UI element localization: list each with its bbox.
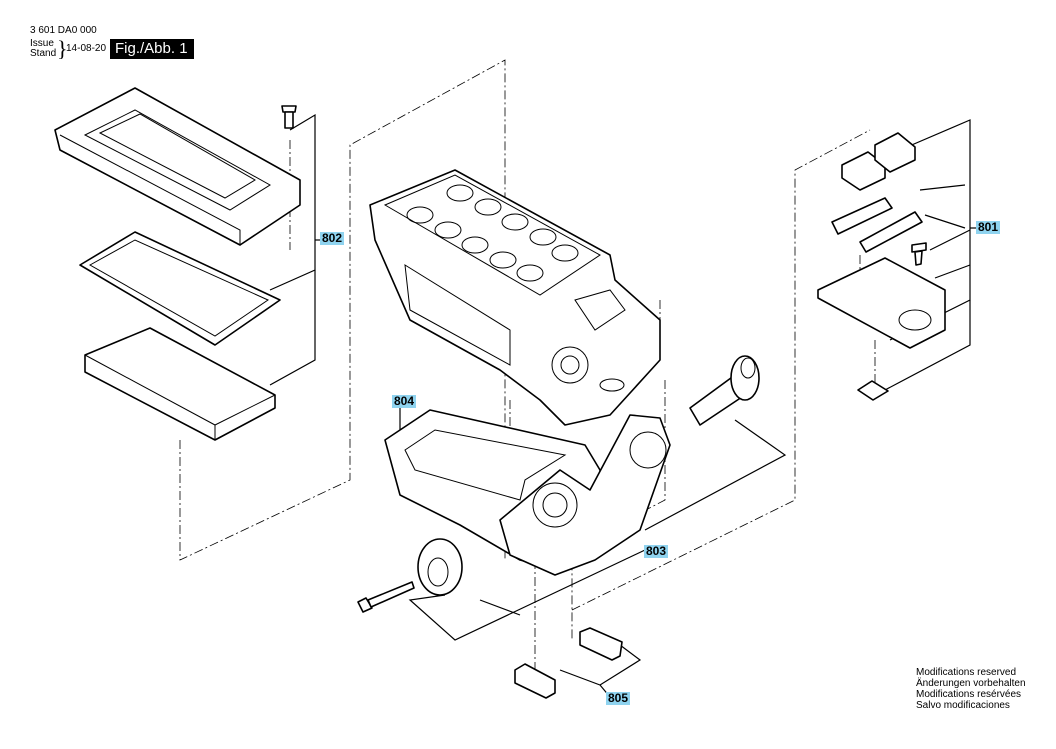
figure-label: Fig./Abb. 1 (110, 39, 194, 59)
bracket-part (499, 414, 671, 576)
callout-802: 802 (320, 231, 345, 245)
callout-803: 803 (644, 544, 669, 558)
button-caps-part (841, 132, 916, 191)
plate-part (84, 327, 276, 441)
footer-line-es: Salvo modificaciones (916, 700, 1010, 711)
cell-sockets (406, 184, 579, 282)
battery-housing-part (369, 169, 661, 426)
modifications-note: Modifications reserved Änderungen vorbeh… (916, 667, 1026, 711)
callout-805: 805 (606, 691, 631, 705)
cover-frame-part (54, 87, 301, 246)
knob-shaft-part (689, 355, 760, 426)
long-screw-part (357, 581, 415, 613)
base-plate-part (817, 257, 946, 349)
screw-part-top (281, 105, 297, 129)
brace-glyph: } (57, 36, 68, 61)
issue-block: Issue Stand } 14-08-20 Fig./Abb. 1 (30, 36, 230, 69)
stand-label: Stand (30, 48, 57, 59)
footer-line-de: Änderungen vorbehalten (916, 678, 1026, 689)
small-pad-part (857, 380, 889, 401)
screw-part-right (911, 242, 927, 266)
callout-804: 804 (392, 394, 417, 408)
footer-line-en: Modifications reserved (916, 667, 1017, 678)
foot-pad-part-2 (514, 663, 556, 699)
issue-label: Issue (30, 38, 54, 49)
callout-801: 801 (976, 220, 1001, 234)
footer-line-fr: Modifications resérvées (916, 689, 1022, 700)
issue-date: 14-08-20 (66, 43, 107, 54)
foot-pad-part-1 (579, 627, 623, 661)
gasket-part (79, 231, 281, 346)
document-number: 3 601 DA0 000 (30, 25, 97, 36)
knob-left-part (417, 538, 463, 596)
contact-strips-part (831, 197, 923, 253)
